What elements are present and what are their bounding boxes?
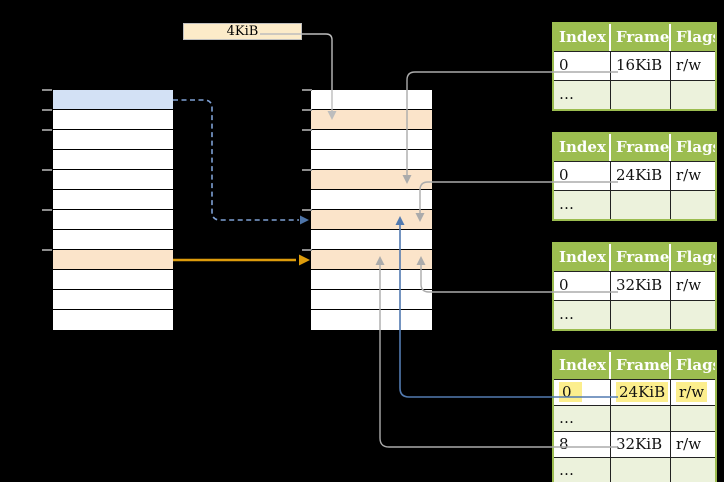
page-size-label-text: 4KiB bbox=[226, 24, 259, 39]
page-table-4-row-1-frame bbox=[611, 406, 671, 431]
page-table-4-row-1-index: … bbox=[554, 406, 611, 431]
virtual-memory-column bbox=[53, 90, 173, 330]
page-table-2-row-1-frame bbox=[611, 191, 671, 219]
physical-frame-row-2 bbox=[311, 110, 432, 130]
page-size-label: 4KiB bbox=[183, 23, 302, 40]
page-table-2-row-1: … bbox=[554, 190, 715, 219]
virtual-page-row-5 bbox=[53, 170, 173, 190]
page-table-2-row-0-frame: 24KiB bbox=[611, 162, 671, 190]
page-table-1-row-1: … bbox=[554, 80, 715, 109]
page-table-3-row-0-frame: 32KiB bbox=[611, 272, 671, 300]
page-table-4-row-1: … bbox=[554, 405, 715, 431]
arrowhead-virtual-page-1 bbox=[300, 215, 309, 225]
column-header-flags: Flags bbox=[676, 28, 715, 46]
physical-frame-row-10 bbox=[311, 270, 432, 290]
column-header-frame: Frame bbox=[611, 134, 671, 161]
page-table-3-row-0-index: 0 bbox=[554, 272, 611, 300]
virtual-page-row-4 bbox=[53, 150, 173, 170]
page-table-4-row-0-index: 0 bbox=[554, 380, 611, 405]
virtual-page-row-12 bbox=[53, 310, 173, 330]
virtual-page-row-7 bbox=[53, 210, 173, 230]
column-header-frame: Frame bbox=[611, 352, 671, 379]
highlight-mark: r/w bbox=[676, 382, 708, 402]
column-header-flags: Flags bbox=[676, 248, 715, 266]
page-table-3-row-1-flags bbox=[671, 301, 715, 329]
page-table-4-row-1-flags bbox=[671, 406, 715, 431]
virtual-page-row-6 bbox=[53, 190, 173, 210]
page-table-1-row-0-frame: 16KiB bbox=[611, 52, 671, 80]
page-table-2-row-0-flags: r/w bbox=[676, 166, 702, 184]
arrowhead-virtual-page-9 bbox=[299, 254, 310, 266]
physical-frame-row-12 bbox=[311, 310, 432, 330]
page-table-4-row-3-frame bbox=[611, 458, 671, 482]
column-header-index: Index bbox=[554, 352, 611, 379]
physical-frame-row-9 bbox=[311, 250, 432, 270]
page-table-3-row-1-frame bbox=[611, 301, 671, 329]
column-header-flags: Flags bbox=[676, 138, 715, 156]
page-table-3-row-1: … bbox=[554, 300, 715, 329]
physical-memory-column bbox=[311, 90, 432, 330]
column-header-frame: Frame bbox=[611, 24, 671, 51]
page-table-3-row-1-index: … bbox=[554, 301, 611, 329]
physical-frame-row-5 bbox=[311, 170, 432, 190]
highlight-mark: 24KiB bbox=[616, 382, 669, 402]
column-header-frame: Frame bbox=[611, 244, 671, 271]
page-table-4-row-0-frame: 24KiB bbox=[611, 380, 671, 405]
page-table-3-row-0-flags: r/w bbox=[676, 276, 702, 294]
column-header-index: Index bbox=[554, 134, 611, 161]
page-table-4-row-2-index: 8 bbox=[554, 432, 611, 457]
physical-frame-row-8 bbox=[311, 230, 432, 250]
page-table-2-row-1-index: … bbox=[554, 191, 611, 219]
page-table-1-row-0-index: 0 bbox=[554, 52, 611, 80]
virtual-page-row-8 bbox=[53, 230, 173, 250]
virtual-page-row-3 bbox=[53, 130, 173, 150]
page-table-4-row-3: … bbox=[554, 457, 715, 482]
page-table-1-row-1-flags bbox=[671, 81, 715, 109]
page-table-1-row-0-flags: r/w bbox=[676, 56, 702, 74]
physical-frame-row-6 bbox=[311, 190, 432, 210]
virtual-page-row-11 bbox=[53, 290, 173, 310]
page-table-4-row-0: 0 24KiB r/w bbox=[554, 379, 715, 405]
page-table-4-row-3-flags bbox=[671, 458, 715, 482]
highlight-mark: 0 bbox=[559, 382, 582, 402]
page-table-1-row-1-index: … bbox=[554, 81, 611, 109]
physical-frame-row-7 bbox=[311, 210, 432, 230]
physical-frame-row-11 bbox=[311, 290, 432, 310]
virtual-page-row-10 bbox=[53, 270, 173, 290]
virtual-page-row-9 bbox=[53, 250, 173, 270]
physical-frame-row-3 bbox=[311, 130, 432, 150]
page-table-4-row-0-flags: r/w bbox=[671, 380, 715, 405]
arrow-line-virtual-page-1 bbox=[173, 99, 299, 221]
page-table-2-row-1-flags bbox=[671, 191, 715, 219]
column-header-index: Index bbox=[554, 24, 611, 51]
page-table-4-row-2-flags: r/w bbox=[676, 435, 702, 453]
virtual-page-row-1 bbox=[53, 90, 173, 110]
virtual-page-row-2 bbox=[53, 110, 173, 130]
column-header-flags: Flags bbox=[676, 356, 715, 374]
physical-frame-row-1 bbox=[311, 90, 432, 110]
column-header-index: Index bbox=[554, 244, 611, 271]
page-table-4-row-2-frame: 32KiB bbox=[611, 432, 671, 457]
page-table-2-row-0-index: 0 bbox=[554, 162, 611, 190]
page-table-1-row-1-frame bbox=[611, 81, 671, 109]
physical-frame-row-4 bbox=[311, 150, 432, 170]
page-table-4-row-3-index: … bbox=[554, 458, 611, 482]
